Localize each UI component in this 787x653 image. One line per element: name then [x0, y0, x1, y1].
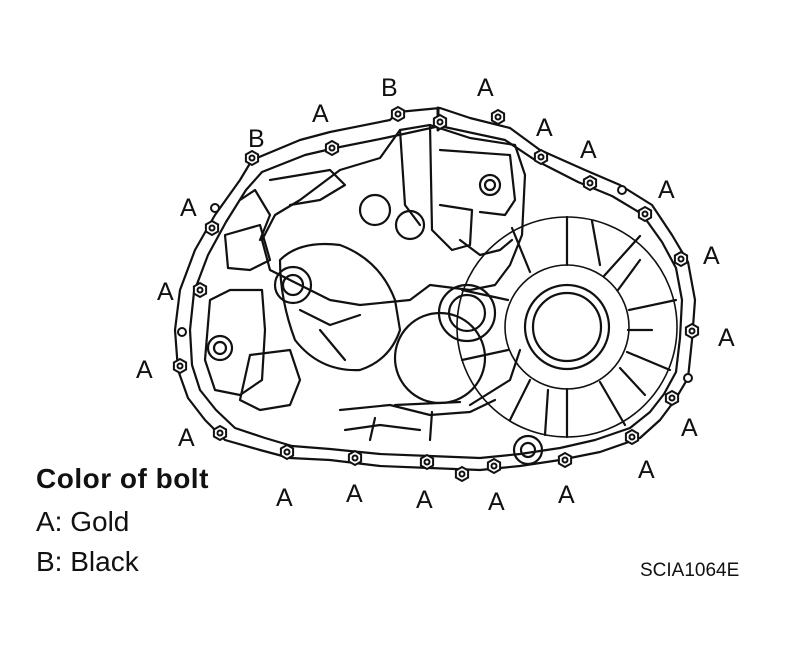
- callout-a: A: [136, 356, 153, 384]
- dowel-hole: [177, 327, 187, 337]
- bolt-center: [688, 327, 696, 335]
- dowel-hole: [210, 203, 220, 213]
- callout-a: A: [178, 424, 195, 452]
- callout-a: A: [703, 242, 720, 270]
- bearing-bore-large: [523, 283, 611, 371]
- callout-a: A: [638, 456, 655, 484]
- case-outline: [173, 106, 697, 472]
- callout-a: A: [276, 484, 293, 512]
- callout-a: A: [477, 74, 494, 102]
- bolt-color-legend: Color of bolt A: Gold B: Black: [36, 462, 209, 582]
- bolt-center: [351, 454, 359, 462]
- legend-item-black: B: Black: [36, 546, 139, 577]
- callout-b: B: [248, 125, 265, 153]
- callout-a: A: [488, 488, 505, 516]
- dowel-hole: [617, 185, 627, 195]
- bolt-center: [537, 153, 545, 161]
- figure-code: SCIA1064E: [640, 560, 740, 581]
- legend-title: Color of bolt: [36, 463, 209, 494]
- bolt-center: [216, 429, 224, 437]
- callout-a: A: [416, 486, 433, 514]
- callout-a: A: [346, 480, 363, 508]
- bolt-center: [628, 433, 636, 441]
- callout-b: B: [381, 74, 398, 102]
- callout-a: A: [157, 278, 174, 306]
- bolt-center: [196, 286, 204, 294]
- callout-a: A: [558, 481, 575, 509]
- bolt-center: [436, 118, 444, 126]
- bolt-heads: [172, 105, 700, 483]
- bolt-center: [561, 456, 569, 464]
- bolt-center: [328, 144, 336, 152]
- callout-a: A: [180, 194, 197, 222]
- callout-a: A: [580, 136, 597, 164]
- bolt-center: [668, 394, 676, 402]
- bolt-center: [208, 224, 216, 232]
- bolt-center: [458, 470, 466, 478]
- dowel-hole: [683, 373, 693, 383]
- bolt-center: [176, 362, 184, 370]
- callout-a: A: [658, 176, 675, 204]
- callout-a: A: [536, 114, 553, 142]
- bolt-center: [283, 448, 291, 456]
- callout-a: A: [681, 414, 698, 442]
- bolt-center: [677, 255, 685, 263]
- case-inner-flange: [188, 124, 684, 460]
- bolt-center: [490, 462, 498, 470]
- bolt-center: [423, 458, 431, 466]
- bolt-center: [494, 113, 502, 121]
- bolt-center: [394, 110, 402, 118]
- callout-a: A: [312, 100, 329, 128]
- legend-item-gold: A: Gold: [36, 506, 130, 537]
- bolt-center: [586, 179, 594, 187]
- bolt-center: [248, 154, 256, 162]
- callout-a: A: [718, 324, 735, 352]
- bolt-center: [641, 210, 649, 218]
